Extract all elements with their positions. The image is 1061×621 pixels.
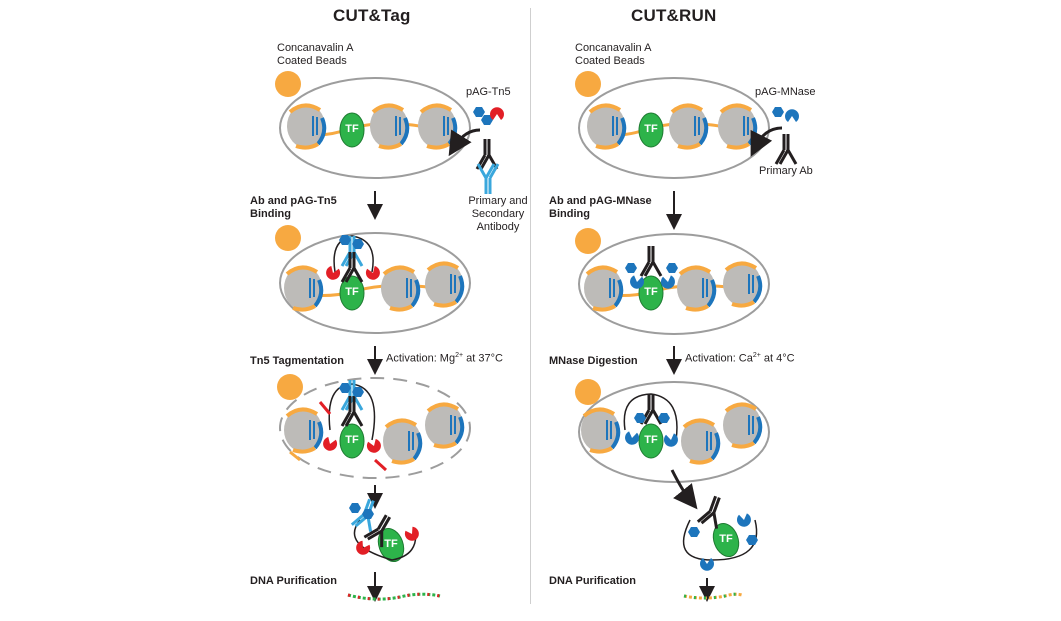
cut-and-tag-title: CUT&Tag (333, 6, 411, 25)
pag-tn5-label: pAG-Tn5 (466, 86, 511, 98)
tf-label-left-4: TF (384, 538, 398, 550)
left-beads-label-line2: Coated Beads (277, 55, 347, 67)
right-bead-2 (575, 228, 601, 254)
tf-label-right-2: TF (644, 286, 658, 298)
left-nucleus-2 (279, 232, 471, 334)
right-nucleus-3 (578, 381, 770, 483)
right-beads-label-line2: Coated Beads (575, 55, 645, 67)
right-step-binding-line1: Ab and pAG-MNase (549, 195, 652, 207)
panel-divider (530, 8, 531, 604)
pag-mnase-label: pAG-MNase (755, 86, 816, 98)
left-dna-purification-label: DNA Purification (250, 575, 337, 587)
tf-label-right-3: TF (644, 434, 658, 446)
antibody-label-line2: Secondary (471, 208, 525, 220)
right-binding-arrow (750, 126, 783, 157)
right-dna-fragment (683, 592, 743, 600)
left-step-binding-line1: Ab and pAG-Tn5 (250, 195, 337, 207)
left-dna-fragment (347, 592, 441, 601)
right-step-binding-line2: Binding (549, 208, 590, 220)
left-step-binding-line2: Binding (250, 208, 291, 220)
right-dna-purification-label: DNA Purification (549, 575, 636, 587)
tf-label-right-1: TF (644, 123, 658, 135)
tf-label-left-3: TF (345, 434, 359, 446)
antibody-label-line1: Primary and (468, 195, 528, 207)
tf-label-left-2: TF (345, 286, 359, 298)
left-binding-arrow (448, 128, 481, 157)
right-activation-label: Activation: Ca2+ at 4°C (685, 352, 795, 365)
tf-label-right-4: TF (719, 533, 733, 545)
right-bead-3 (575, 379, 601, 405)
right-beads-label-line1: Concanavalin A (575, 42, 652, 54)
left-nucleus-3 (279, 377, 471, 479)
tf-label-left-1: TF (345, 123, 359, 135)
antibody-label-line3: Antibody (476, 221, 520, 233)
left-nucleus-1 (279, 77, 471, 179)
left-bead-3 (277, 374, 303, 400)
left-activation-label: Activation: Mg2+ at 37°C (386, 352, 503, 365)
right-nucleus-1 (578, 77, 770, 179)
cut-and-run-title: CUT&RUN (631, 6, 717, 25)
left-beads-label-line1: Concanavalin A (277, 42, 354, 54)
right-nucleus-2 (578, 233, 770, 335)
tn5-tagmentation-label: Tn5 Tagmentation (250, 355, 344, 367)
right-bead-1 (575, 71, 601, 97)
mnase-digestion-label: MNase Digestion (549, 355, 638, 367)
right-release-arrow (670, 469, 698, 510)
left-bead-2 (275, 225, 301, 251)
primary-ab-label: Primary Ab (759, 165, 813, 177)
left-bead-1 (275, 71, 301, 97)
